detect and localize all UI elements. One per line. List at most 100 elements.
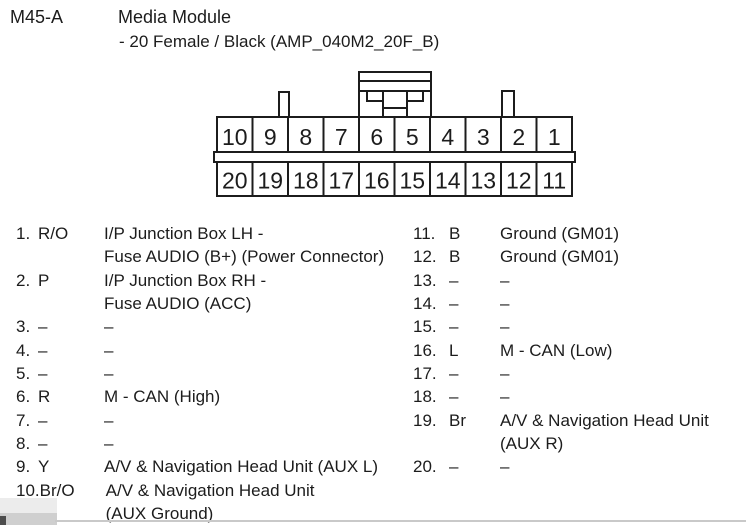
pin-cavity-number: 19	[257, 168, 283, 194]
page-title: Media Module	[118, 7, 232, 27]
connector-subtitle: - 20 Female / Black (AMP_040M2_20F_B)	[119, 32, 440, 51]
pin-number: 17.	[413, 364, 437, 384]
pin-color-code: –	[449, 317, 459, 337]
pin-cavity-number: 5	[406, 124, 419, 150]
pin-description: –	[500, 387, 510, 407]
pin-row: 17.––	[413, 362, 743, 385]
pin-row: 19. Br A/V & Navigation Head Unit(AUX R)	[413, 409, 743, 456]
pin-row: 12. B Ground (GM01)	[413, 245, 743, 268]
pin-cavity-number: 1	[548, 124, 561, 150]
pin-number: 8.	[16, 434, 31, 454]
pin-color-code: P	[38, 270, 50, 290]
pin-description: A/V & Navigation Head Unit(AUX R)	[500, 410, 709, 454]
pin-number: 20.	[413, 457, 437, 477]
pin-cavity-number: 7	[335, 124, 348, 150]
pin-description: –	[500, 317, 510, 337]
pin-color-code: –	[449, 387, 459, 407]
pin-row: 9. Y A/V & Navigation Head Unit (AUX L)	[16, 455, 408, 478]
pin-description: –	[104, 434, 114, 454]
pin-color-code: –	[38, 340, 48, 360]
pin-description: A/V & Navigation Head Unit(AUX Ground)	[105, 480, 315, 524]
index-tab-right	[501, 90, 515, 118]
pin-cavity-number: 2	[512, 124, 525, 150]
pin-row: 16. L M - CAN (Low)	[413, 339, 743, 362]
pin-cavity-number: 15	[399, 168, 425, 194]
pin-description: –	[104, 364, 114, 384]
pin-color-code: B	[449, 247, 461, 267]
pin-number: 10.	[16, 480, 40, 500]
pin-row: 13.––	[413, 269, 743, 292]
pin-cavity-number: 14	[435, 168, 461, 194]
pin-number: 12.	[413, 247, 437, 267]
pin-number: 5.	[16, 364, 31, 384]
pin-color-code: –	[38, 434, 48, 454]
scan-artifact	[0, 498, 57, 513]
pin-row: 20.––	[413, 455, 743, 478]
pin-row: 4.––	[16, 339, 408, 362]
pin-number: 14.	[413, 294, 437, 314]
scan-artifact	[0, 513, 57, 525]
connector-id: M45-A	[10, 7, 64, 27]
pin-cavity-number: 16	[364, 168, 390, 194]
pin-color-code: L	[449, 340, 459, 360]
pin-cavity-number: 20	[222, 168, 248, 194]
center-latch	[358, 71, 432, 118]
pin-description: A/V & Navigation Head Unit (AUX L)	[104, 457, 379, 477]
pin-cavity-number: 4	[441, 124, 454, 150]
pin-row: 11. B Ground (GM01)	[413, 222, 743, 245]
pin-description: –	[104, 317, 114, 337]
pin-description: I/P Junction Box RH -Fuse AUDIO (ACC)	[104, 270, 267, 314]
pin-description: –	[500, 364, 510, 384]
scan-artifact	[55, 520, 746, 522]
pin-color-code: Y	[38, 457, 50, 477]
pin-description: Ground (GM01)	[500, 224, 620, 243]
pin-number: 6.	[16, 387, 31, 407]
pin-list-left: 1. R/O I/P Junction Box LH -Fuse AUDIO (B+…	[16, 222, 408, 525]
pin-cavity-number: 12	[506, 168, 532, 194]
pin-number: 19.	[413, 410, 437, 430]
pin-number: 11.	[413, 224, 436, 243]
scan-artifact	[0, 516, 6, 525]
pin-description: M - CAN (Low)	[500, 340, 613, 360]
pin-row: 18.––	[413, 385, 743, 408]
index-tab-left	[278, 91, 290, 118]
pin-number: 3.	[16, 317, 31, 337]
pin-row: 15.––	[413, 315, 743, 338]
pin-color-code: –	[449, 270, 459, 290]
pin-description: –	[500, 270, 510, 290]
pin-cavity-number: 18	[293, 168, 319, 194]
pin-description: Ground (GM01)	[500, 247, 620, 267]
pin-number: 4.	[16, 340, 31, 360]
pin-cavity-number: 11	[542, 168, 566, 194]
pin-row: 14.––	[413, 292, 743, 315]
pin-number: 1.	[16, 224, 31, 243]
pin-color-code: Br	[449, 410, 466, 430]
pin-cavity-number: 10	[222, 124, 248, 150]
pin-color-code: Br/O	[39, 480, 75, 500]
pin-row: 6. R M - CAN (High)	[16, 385, 408, 408]
pin-color-code: –	[449, 364, 459, 384]
pin-number: 9.	[16, 457, 31, 477]
pin-description: –	[500, 457, 510, 477]
pin-number: 16.	[413, 340, 437, 360]
pin-cavity-number: 17	[328, 168, 354, 194]
pin-cavity-number: 9	[264, 124, 277, 150]
pin-color-code: –	[449, 457, 459, 477]
pin-row: 3.––	[16, 315, 408, 338]
pin-color-code: R/O	[38, 224, 69, 243]
pin-description: M - CAN (High)	[104, 387, 221, 407]
pin-row: 7.––	[16, 409, 408, 432]
pin-color-code: R	[38, 387, 51, 407]
pin-color-code: B	[449, 224, 461, 243]
pin-description: –	[500, 294, 510, 314]
pin-description: I/P Junction Box LH -Fuse AUDIO (B+) (Po…	[104, 224, 385, 267]
pin-description: –	[104, 340, 114, 360]
pin-row: 1. R/O I/P Junction Box LH -Fuse AUDIO (B+…	[16, 222, 408, 269]
pin-row: 5.––	[16, 362, 408, 385]
pin-number: 7.	[16, 410, 31, 430]
pin-cavity-number: 3	[477, 124, 490, 150]
